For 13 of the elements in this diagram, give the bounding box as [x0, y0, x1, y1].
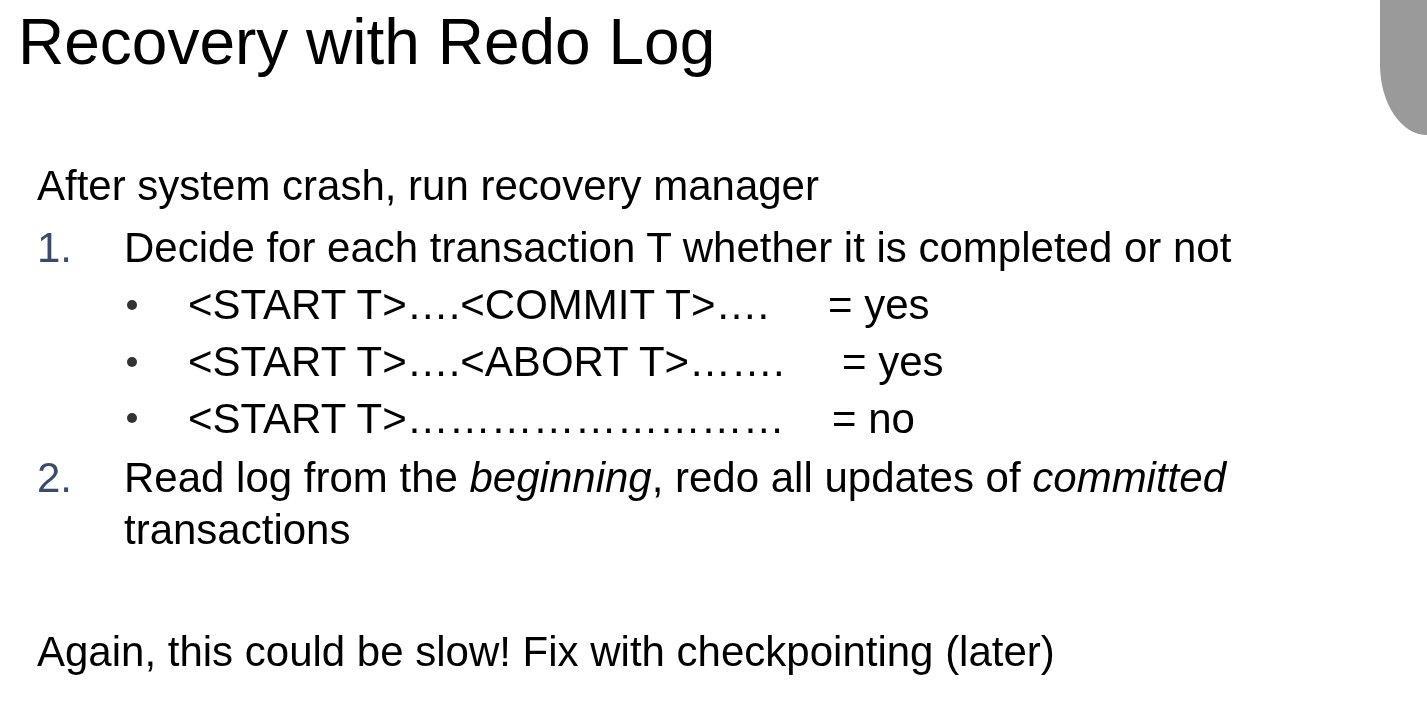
- list-number: 1.: [37, 223, 73, 273]
- list-item: Read log from the beginning, redo all updates of committed transactions: [124, 453, 1228, 555]
- log-pattern: <START T>………………………: [188, 394, 785, 444]
- result-text: = no: [832, 394, 915, 444]
- log-pattern: <START T>….<ABORT T>…….: [188, 337, 785, 387]
- note-text: Again, this could be slow! Fix with checkpointing (later): [37, 627, 1055, 677]
- list-item: Decide for each transaction T whether it is completed or not: [124, 223, 1232, 273]
- result-text: = yes: [842, 337, 944, 387]
- log-pattern: <START T>….<COMMIT T>….: [188, 280, 770, 330]
- slide-title: Recovery with Redo Log: [18, 5, 716, 80]
- list-number: 2.: [37, 453, 73, 503]
- intro-text: After system crash, run recovery manager: [37, 161, 819, 211]
- result-text: = yes: [828, 280, 930, 330]
